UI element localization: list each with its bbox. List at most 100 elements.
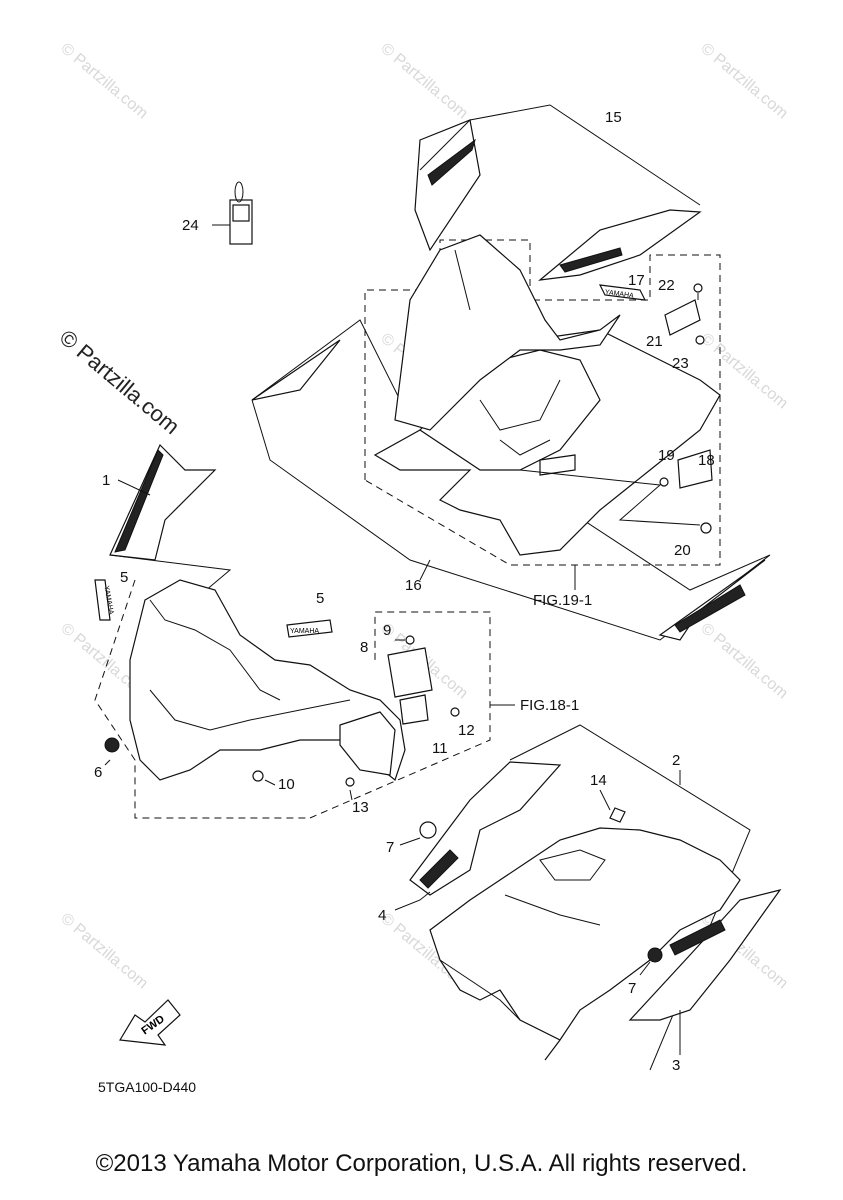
callout-4: 4 xyxy=(378,907,386,924)
leader xyxy=(519,469,701,526)
side-cover-group xyxy=(394,724,782,1071)
callout-5-right: 5 xyxy=(316,590,324,607)
callout-12: 12 xyxy=(458,722,475,739)
decal-stripe xyxy=(674,584,746,633)
nut-20 xyxy=(700,522,712,534)
decal-14 xyxy=(609,807,626,823)
fig-18-1-box xyxy=(309,611,491,819)
fender-crease xyxy=(149,689,351,731)
leader-16 xyxy=(419,559,431,581)
callouts: 1 2 3 4 5 5 6 7 7 8 9 10 11 12 13 14 15 … xyxy=(94,109,715,1074)
fender-crease xyxy=(149,599,281,701)
callout-3: 3 xyxy=(672,1057,680,1074)
leader-6 xyxy=(104,759,111,766)
screw-22 xyxy=(693,283,703,293)
callout-21: 21 xyxy=(646,333,663,350)
callout-7-right: 7 xyxy=(628,980,636,997)
watermark: © Partzilla.com xyxy=(697,40,791,122)
callout-14: 14 xyxy=(590,772,607,789)
yamaha-decal-17 xyxy=(598,284,647,301)
side-cover-crease xyxy=(504,894,601,926)
callout-2: 2 xyxy=(672,752,680,769)
yamaha-decal-5-right xyxy=(286,619,333,638)
decal-15-right-stripe xyxy=(559,247,623,273)
callout-13: 13 xyxy=(352,799,369,816)
watermark: © Partzilla.com xyxy=(697,620,791,702)
tag-24 xyxy=(212,181,253,245)
fender-side-panel xyxy=(339,711,396,776)
side-cover xyxy=(429,827,741,1061)
watermark: © Partzilla.com xyxy=(57,40,151,122)
leader-1 xyxy=(117,479,151,496)
yamaha-decal-5-left xyxy=(94,579,111,621)
leader-4 xyxy=(394,891,431,911)
callout-10: 10 xyxy=(278,776,295,793)
side-cover-crease xyxy=(439,959,521,1021)
emblem-6 xyxy=(104,737,120,753)
fwd-arrow-shape xyxy=(119,999,181,1046)
nut-13 xyxy=(345,777,355,787)
callout-15: 15 xyxy=(605,109,622,126)
screw-19 xyxy=(659,477,669,487)
fig-ref-19-1: FIG.19-1 xyxy=(533,592,592,609)
callout-6: 6 xyxy=(94,764,102,781)
callout-7-left: 7 xyxy=(386,839,394,856)
emblem-7-right xyxy=(647,947,663,963)
decal-4-stripe xyxy=(419,849,459,889)
fender-top-shell xyxy=(394,234,621,431)
decal-15-stripe xyxy=(427,138,476,186)
front-fender-group: YAMAHA YAMAHA xyxy=(94,443,515,819)
plate-11 xyxy=(399,694,429,725)
fwd-arrow: FWD xyxy=(119,999,181,1046)
decal-3 xyxy=(628,889,782,1021)
callout-11: 11 xyxy=(432,740,448,757)
screw-9 xyxy=(405,635,415,645)
leader-7 xyxy=(639,961,651,976)
front-dashed-box xyxy=(94,579,310,819)
callout-17: 17 xyxy=(628,272,645,289)
callout-22: 22 xyxy=(658,277,675,294)
plate-21 xyxy=(664,299,701,336)
leader-14 xyxy=(599,789,611,811)
leader-15 xyxy=(419,104,701,206)
callout-1: 1 xyxy=(102,472,110,489)
callout-24: 24 xyxy=(182,217,199,234)
watermark-large: © Partzilla.com xyxy=(55,325,185,439)
watermark: © Partzilla.com xyxy=(377,40,471,122)
copyright-notice: ©2013 Yamaha Motor Corporation, U.S.A. A… xyxy=(95,1150,748,1177)
tag-loop xyxy=(234,181,244,203)
decal-15-left xyxy=(414,119,481,252)
plate-small xyxy=(539,454,576,476)
callout-16: 16 xyxy=(405,577,422,594)
decal-1 xyxy=(109,443,217,561)
leader-13 xyxy=(349,789,353,801)
nut-23 xyxy=(695,335,705,345)
callout-5-left: 5 xyxy=(120,569,128,586)
plate-8 xyxy=(387,647,433,698)
screw-12 xyxy=(450,707,460,717)
fig-ref-18-1: FIG.18-1 xyxy=(520,697,579,714)
decal-3-stripe xyxy=(669,919,726,956)
leader xyxy=(454,249,471,311)
yamaha-decal-text: YAMAHA xyxy=(102,585,114,615)
decal-1-stripe xyxy=(114,449,164,553)
compartment-detail xyxy=(499,439,551,456)
plate-18 xyxy=(677,449,713,489)
emblem-7-left xyxy=(419,821,437,839)
front-fender xyxy=(129,579,406,782)
side-cover-opening xyxy=(539,849,606,881)
rear-fender-group: YAMAHA xyxy=(251,104,771,641)
tag-detail xyxy=(232,204,250,222)
callout-23: 23 xyxy=(672,355,689,372)
callout-20: 20 xyxy=(674,542,691,559)
callout-8: 8 xyxy=(360,639,368,656)
watermark: © Partzilla.com xyxy=(57,910,151,992)
yamaha-decal-text: YAMAHA xyxy=(290,628,319,635)
decal-left-16 xyxy=(251,339,341,401)
diagram-code: 5TGA100-D440 xyxy=(98,1079,196,1095)
compartment-detail xyxy=(479,379,561,431)
leader-7 xyxy=(399,837,421,846)
callout-19: 19 xyxy=(658,447,675,464)
callout-18: 18 xyxy=(698,452,715,469)
